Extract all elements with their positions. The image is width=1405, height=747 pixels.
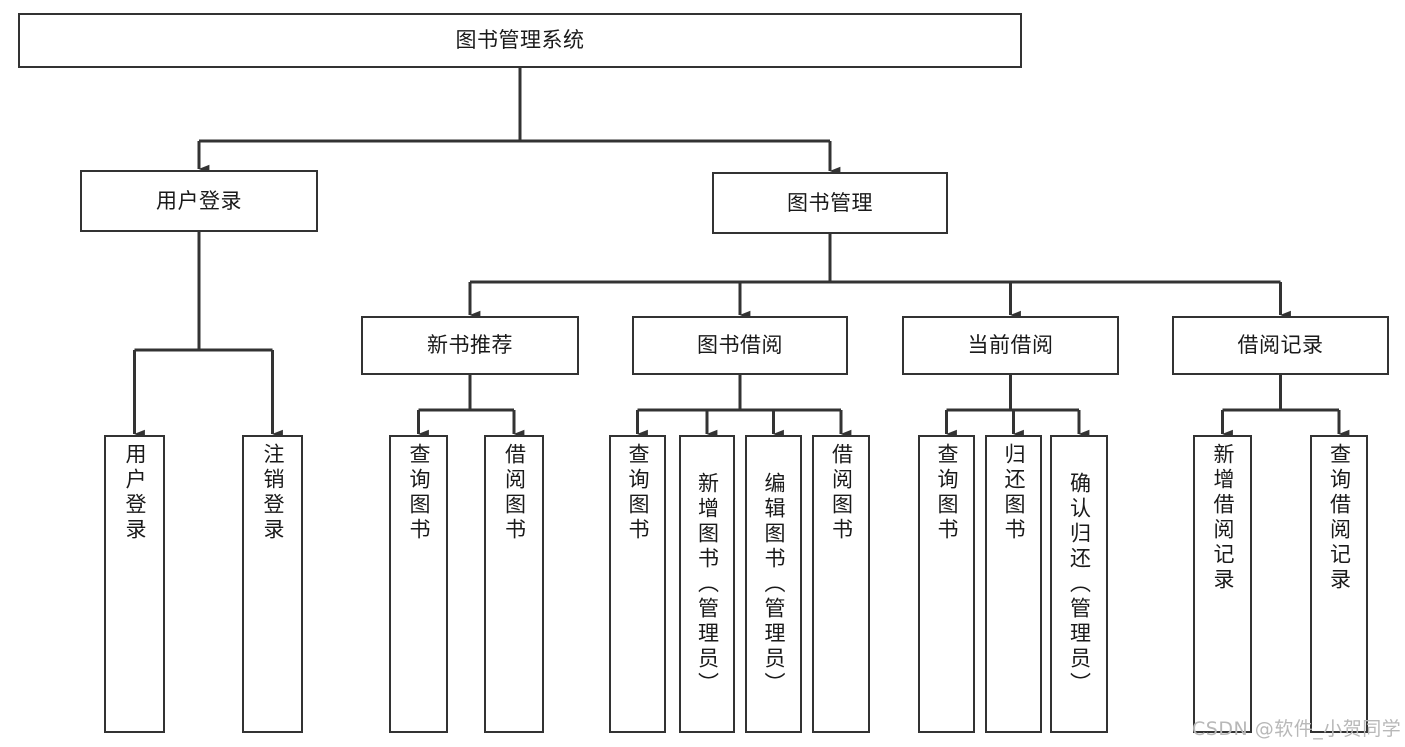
node-leaf-query-borrow-record[interactable]: 查询借阅记录	[1310, 435, 1368, 733]
node-book-borrow[interactable]: 图书借阅	[632, 316, 848, 375]
node-current-borrow[interactable]: 当前借阅	[902, 316, 1119, 375]
node-user-login[interactable]: 用户登录	[80, 170, 318, 232]
node-borrow-record-label: 借阅记录	[1237, 333, 1324, 358]
node-leaf-return-book[interactable]: 归还图书	[985, 435, 1042, 733]
node-book-manage[interactable]: 图书管理	[712, 172, 948, 234]
node-leaf-user-logout-label: 注销登录	[261, 443, 285, 543]
node-leaf-add-borrow-record[interactable]: 新增借阅记录	[1193, 435, 1252, 733]
node-leaf-borrow-book-recommend-label: 借阅图书	[502, 443, 527, 543]
node-leaf-add-book-label: 新增图书（管理员）	[695, 471, 720, 697]
node-leaf-borrow-book-recommend[interactable]: 借阅图书	[484, 435, 544, 733]
node-leaf-query-book-current-label: 查询图书	[935, 443, 959, 543]
node-leaf-borrow-book[interactable]: 借阅图书	[812, 435, 870, 733]
node-leaf-edit-book[interactable]: 编辑图书（管理员）	[745, 435, 802, 733]
node-root-label: 图书管理系统	[455, 28, 585, 53]
node-leaf-user-login[interactable]: 用户登录	[104, 435, 165, 733]
node-user-login-label: 用户登录	[156, 188, 242, 213]
node-leaf-add-borrow-record-label: 新增借阅记录	[1211, 443, 1235, 593]
node-leaf-user-login-label: 用户登录	[123, 443, 147, 543]
node-new-book-recommend-label: 新书推荐	[427, 333, 513, 358]
node-leaf-add-book[interactable]: 新增图书（管理员）	[679, 435, 735, 733]
csdn-watermark: CSDN @软件_小贺同学	[1192, 718, 1402, 740]
node-leaf-return-book-label: 归还图书	[1002, 443, 1026, 543]
node-current-borrow-label: 当前借阅	[967, 333, 1054, 358]
node-root[interactable]: 图书管理系统	[18, 13, 1022, 68]
node-leaf-confirm-return[interactable]: 确认归还（管理员）	[1050, 435, 1108, 733]
node-leaf-borrow-book-label: 借阅图书	[829, 443, 854, 543]
node-leaf-query-book-current[interactable]: 查询图书	[918, 435, 975, 733]
node-leaf-confirm-return-label: 确认归还（管理员）	[1067, 471, 1092, 697]
node-book-borrow-label: 图书借阅	[697, 333, 783, 358]
node-borrow-record[interactable]: 借阅记录	[1172, 316, 1389, 375]
node-leaf-query-borrow-record-label: 查询借阅记录	[1327, 443, 1352, 593]
node-leaf-user-logout[interactable]: 注销登录	[242, 435, 303, 733]
node-leaf-query-book-borrow-label: 查询图书	[626, 443, 650, 543]
node-leaf-query-book-recommend-label: 查询图书	[407, 443, 431, 543]
node-leaf-query-book-recommend[interactable]: 查询图书	[389, 435, 448, 733]
node-new-book-recommend[interactable]: 新书推荐	[361, 316, 579, 375]
node-leaf-edit-book-label: 编辑图书（管理员）	[762, 471, 786, 697]
node-book-manage-label: 图书管理	[787, 190, 873, 215]
node-leaf-query-book-borrow[interactable]: 查询图书	[609, 435, 666, 733]
